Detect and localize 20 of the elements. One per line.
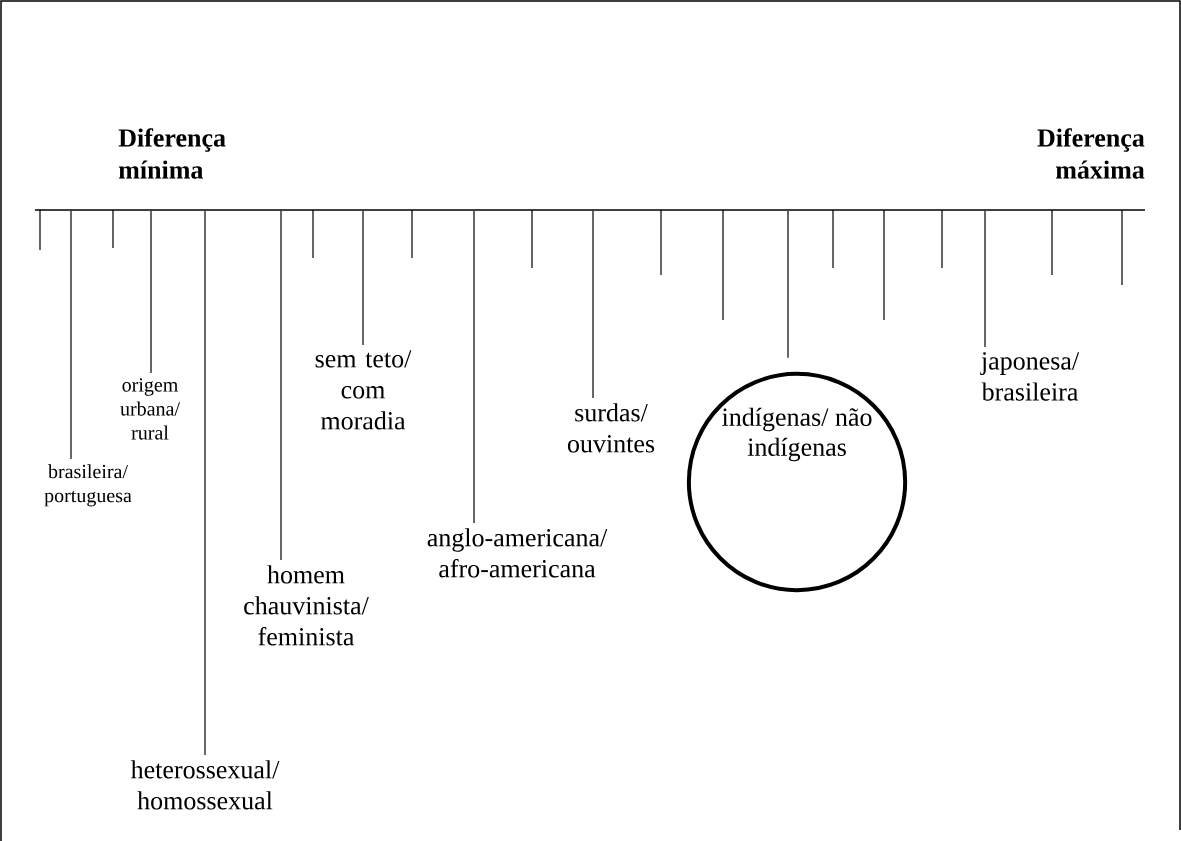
scale-end-label: Diferença máxima (1037, 128, 1145, 179)
category-label: anglo-americana/ afro-americana (427, 528, 608, 578)
category-label: japonesa/ brasileira (980, 352, 1080, 401)
category-label: homem chauvinista/ feminista (244, 565, 369, 646)
leader-line (984, 210, 986, 348)
leader-line (362, 210, 364, 346)
leader-line (280, 210, 282, 561)
leader-line (70, 210, 72, 460)
leader-line (473, 210, 475, 524)
scale-bar (35, 209, 1145, 211)
category-label: brasileira/ portuguesa (44, 464, 132, 507)
leader-line (204, 210, 206, 756)
category-label: origem urbana/ rural (120, 378, 180, 440)
category-label: heterossexual/ homossexual (130, 760, 280, 810)
scale-end-label: Diferença mínima (118, 128, 226, 179)
leader-line (787, 210, 789, 359)
category-label: sem teto/ com moradia (315, 350, 412, 430)
leader-line (150, 210, 152, 374)
leader-line (592, 210, 594, 399)
category-label: surdas/ ouvintes (567, 403, 655, 453)
